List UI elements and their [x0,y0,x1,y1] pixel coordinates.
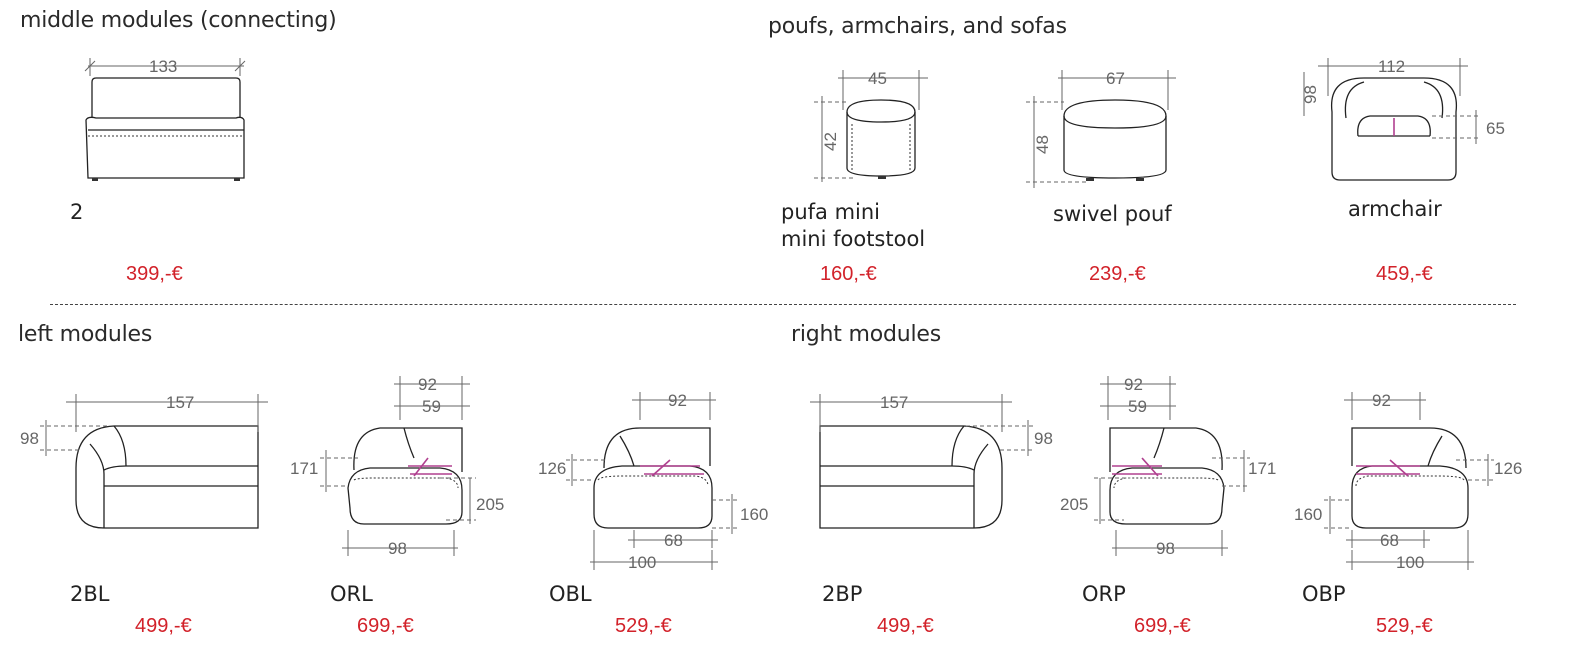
price-pufa-mini: 160,-€ [820,263,877,285]
product-name-swivel-pouf: swivel pouf [1053,202,1172,226]
dim-48: 48 [1033,135,1052,154]
section-title-left-modules: left modules [18,322,153,347]
price-OBP: 529,-€ [1376,615,1433,637]
dim-92-obl: 92 [668,391,687,410]
armchair-drawing: 112 98 65 [1301,57,1505,181]
dim-126-obl: 126 [538,459,566,478]
dim-67: 67 [1106,69,1125,88]
dim-92-orl: 92 [418,375,437,394]
product-code-OBL: OBL [549,582,592,606]
module-OBL-drawing: 92 126 160 68 100 [538,391,768,572]
module-ORL-drawing: 92 59 171 205 98 [290,375,504,558]
product-name-armchair: armchair [1348,197,1442,221]
dim-65: 65 [1486,119,1505,138]
dim-98-2bp: 98 [1034,429,1053,448]
dim-160-obp: 160 [1294,505,1322,524]
dim-171-orl: 171 [290,459,318,478]
module-ORP-drawing: 92 59 171 205 98 [1060,375,1276,558]
pufa-mini-drawing: 45 42 [814,69,928,182]
section-title-poufs-armchairs-sofas: poufs, armchairs, and sofas [768,14,1067,39]
price-ORP: 699,-€ [1134,615,1191,637]
dim-92-obp: 92 [1372,391,1391,410]
dim-92-orp: 92 [1124,375,1143,394]
dim-98: 98 [1301,85,1320,104]
price-2BP: 499,-€ [877,615,934,637]
module-2BP-drawing: 157 98 [810,393,1053,529]
product-name-pufa-mini: pufa mini [781,200,881,224]
price-swivel-pouf: 239,-€ [1089,263,1146,285]
dim-68-obl: 68 [664,531,683,550]
dim-98-2bl: 98 [20,429,39,448]
swivel-pouf-drawing: 67 48 [1026,69,1176,188]
dim-205-orl: 205 [476,495,504,514]
product-code-2BP: 2BP [822,582,863,606]
product-code-ORP: ORP [1082,582,1126,606]
module-2BL-drawing: 157 98 [20,393,268,529]
product-name-mini-footstool: mini footstool [781,227,926,251]
price-2: 399,-€ [126,263,183,285]
dim-45: 45 [868,69,887,88]
product-code-ORL: ORL [330,582,373,606]
dim-157-2bp: 157 [880,393,908,412]
product-code-2BL: 2BL [70,582,110,606]
dim-133: 133 [149,57,177,76]
dim-205-orp: 205 [1060,495,1088,514]
dim-98-orp: 98 [1156,539,1175,558]
dim-100-obp: 100 [1396,553,1424,572]
dim-160-obl: 160 [740,505,768,524]
dim-171-orp: 171 [1248,459,1276,478]
dim-59-orp: 59 [1128,397,1147,416]
dim-68-obp: 68 [1380,531,1399,550]
dim-126-obp: 126 [1494,459,1522,478]
dim-100-obl: 100 [628,553,656,572]
price-2BL: 499,-€ [135,615,192,637]
dim-42: 42 [821,132,840,151]
dim-112: 112 [1378,57,1405,76]
dim-59-orl: 59 [422,397,441,416]
product-code-OBP: OBP [1302,582,1346,606]
section-divider [50,304,1516,305]
price-ORL: 699,-€ [357,615,414,637]
dim-98-orl: 98 [388,539,407,558]
price-armchair: 459,-€ [1376,263,1433,285]
dim-157-2bl: 157 [166,393,194,412]
price-OBL: 529,-€ [615,615,672,637]
module-2-drawing: 133 [84,57,246,181]
section-title-right-modules: right modules [791,322,941,347]
product-code-2: 2 [70,200,84,224]
section-title-middle-modules: middle modules (connecting) [20,8,337,33]
module-OBP-drawing: 92 126 160 68 100 [1294,391,1522,572]
